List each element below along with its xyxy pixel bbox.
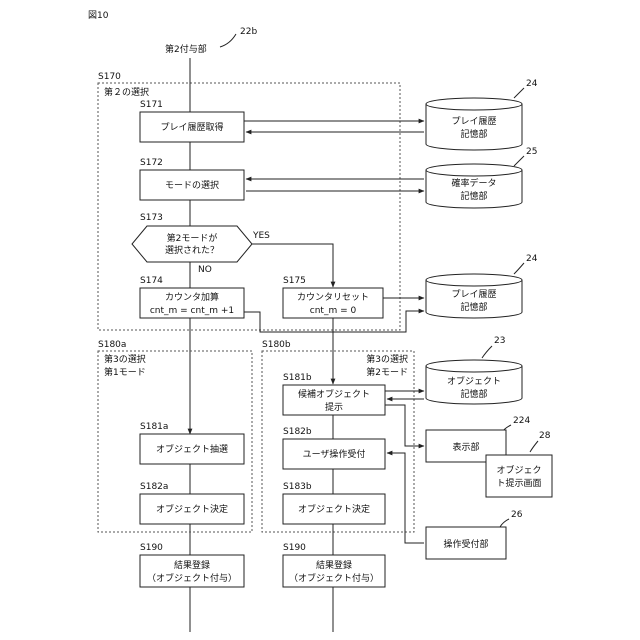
s181a-id: S181a <box>140 422 168 432</box>
s190-right-id: S190 <box>283 543 306 553</box>
s170-title: 第２の選択 <box>104 86 149 98</box>
s181b-line2: 提示 <box>325 402 343 413</box>
operation-unit-leader <box>500 519 509 527</box>
s180b-id: S180b <box>262 340 291 350</box>
display-unit-ref: 224 <box>513 416 530 426</box>
s174-line2: cnt_m = cnt_m +1 <box>150 306 234 316</box>
s190-right-line2: （オブジェクト付与） <box>289 572 379 584</box>
s181b-line1: 候補オブジェクト <box>298 388 370 400</box>
s172-id: S172 <box>140 158 163 168</box>
figure-label: 図10 <box>88 10 109 21</box>
object-screen-leader <box>530 441 538 452</box>
s181b-id: S181b <box>283 373 312 383</box>
db-play-history-2-line1: プレイ履歴 <box>451 289 496 300</box>
db-play-history-2-leader <box>514 263 524 274</box>
s174-line1: カウンタ加算 <box>165 291 219 303</box>
db-object-line2: 記憶部 <box>460 388 487 400</box>
s181a-label: オブジェクト抽選 <box>156 443 228 455</box>
db-play-history-2-line2: 記憶部 <box>460 301 487 313</box>
s173-diamond <box>132 226 252 262</box>
db-object-line1: オブジェクト <box>447 375 501 387</box>
s182b-label: ユーザ操作受付 <box>303 448 366 460</box>
operation-to-s182b-arrow <box>387 453 424 543</box>
s170-id: S170 <box>98 72 121 82</box>
db-play-history-1-line1: プレイ履歴 <box>451 116 496 127</box>
top-label: 第2付与部 <box>165 43 207 55</box>
operation-unit-ref: 26 <box>511 510 523 520</box>
s190-left-id: S190 <box>140 543 163 553</box>
object-screen-ref: 28 <box>539 431 551 441</box>
s190-left-line1: 結果登録 <box>174 559 210 571</box>
ref-22b-leader <box>220 34 236 47</box>
s173-line2: 選択された？ <box>165 244 219 256</box>
db-object-leader <box>482 346 492 358</box>
s174-id: S174 <box>140 276 163 286</box>
s173-no: NO <box>198 265 212 275</box>
s173-yes: YES <box>252 231 270 241</box>
s175-id: S175 <box>283 276 306 286</box>
object-screen-line1: オブジェク <box>496 464 541 476</box>
object-screen-line2: ト提示画面 <box>496 478 541 489</box>
s180b-line2: 第2モード <box>366 366 408 378</box>
display-unit-label: 表示部 <box>452 441 479 453</box>
db-probability-ref: 25 <box>526 147 537 157</box>
s190-right-line1: 結果登録 <box>316 559 352 571</box>
db-probability-line1: 確率データ <box>451 177 496 189</box>
s180b-line1: 第3の選択 <box>366 353 408 365</box>
s190-left-line2: （オブジェクト付与） <box>147 572 237 584</box>
db-play-history-1-line2: 記憶部 <box>460 128 487 140</box>
s182a-label: オブジェクト決定 <box>156 503 228 515</box>
db-probability-line2: 記憶部 <box>460 190 487 202</box>
operation-unit-label: 操作受付部 <box>443 538 488 550</box>
db-object-ref: 23 <box>494 336 505 346</box>
s172-label: モードの選択 <box>165 179 219 191</box>
s183b-label: オブジェクト決定 <box>298 503 370 515</box>
s171-id: S171 <box>140 100 163 110</box>
s182a-id: S182a <box>140 482 168 492</box>
s180a-line2: 第1モード <box>104 366 146 378</box>
object-screen-box <box>486 455 552 497</box>
db-play-history-1-leader <box>514 88 524 98</box>
s183b-id: S183b <box>283 482 312 492</box>
s182b-id: S182b <box>283 427 312 437</box>
s173-line1: 第2モードが <box>167 232 218 244</box>
s175-line2: cnt_m = 0 <box>310 306 357 316</box>
ref-22b: 22b <box>240 27 257 37</box>
s180a-line1: 第3の選択 <box>104 353 146 365</box>
s181b-display-arrow <box>385 405 424 446</box>
db-play-history-2-ref: 24 <box>526 254 538 264</box>
db-play-history-1-ref: 24 <box>526 79 538 89</box>
s173-id: S173 <box>140 213 163 223</box>
db-probability-leader <box>514 156 524 166</box>
s171-label: プレイ履歴取得 <box>160 121 223 133</box>
s175-line1: カウンタリセット <box>297 292 369 303</box>
s180a-id: S180a <box>98 340 126 350</box>
